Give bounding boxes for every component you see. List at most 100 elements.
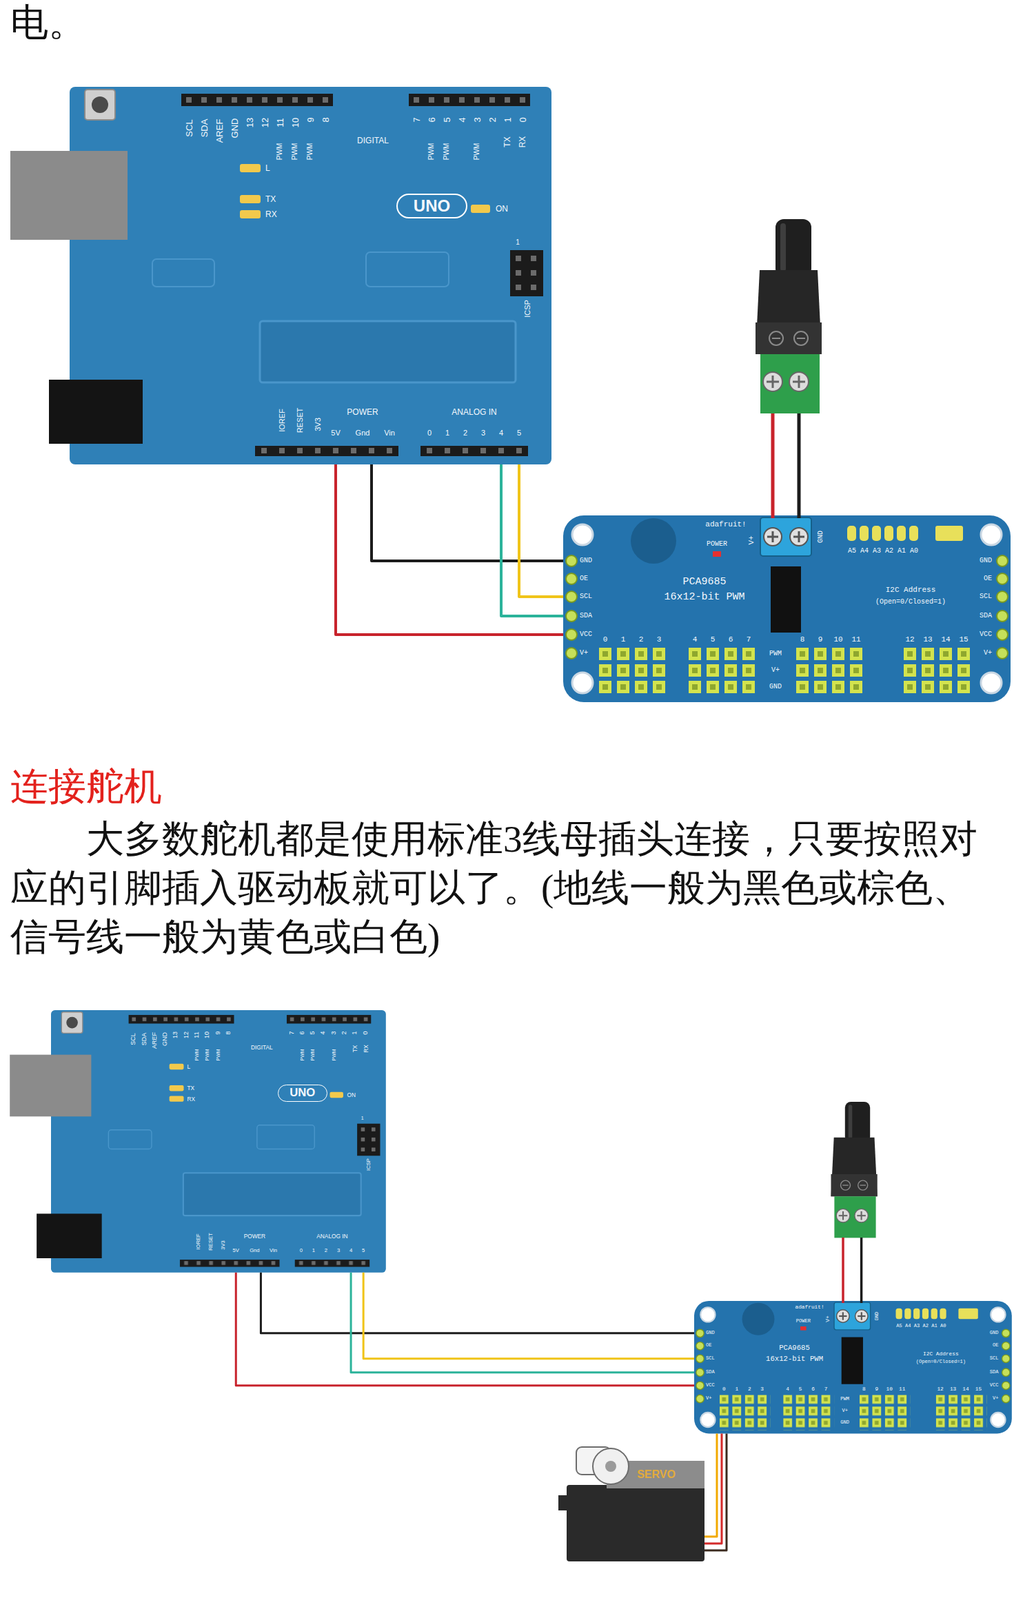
pin-label: SCL <box>184 119 194 137</box>
pin-label: GND <box>874 1312 880 1322</box>
pin-label: Vin <box>269 1248 278 1254</box>
pin-label: 5 <box>310 1031 317 1036</box>
pin-label: POWER <box>244 1233 266 1240</box>
pin-label: 4 <box>785 1386 790 1393</box>
pin-label: L <box>265 164 271 173</box>
pin-label: ANALOG IN <box>451 408 497 417</box>
pin-label: 7 <box>288 1031 296 1036</box>
pin-label: 0 <box>518 117 528 123</box>
servo-art <box>605 1461 617 1473</box>
jumper-wire <box>519 464 564 597</box>
servo-art <box>566 1485 705 1563</box>
pin-label: 5V <box>330 429 340 438</box>
pin-label: (Open=0/Closed=1) <box>916 1360 966 1366</box>
pin-label: 0 <box>603 636 608 644</box>
pin-label: TX <box>265 195 276 204</box>
page-text: 电。 <box>10 0 87 46</box>
pin-label: 4 <box>349 1248 353 1254</box>
pin-label: 7 <box>824 1386 828 1393</box>
pin-label: PWM <box>331 1049 337 1062</box>
pin-label: PWM <box>428 143 435 160</box>
pin-label: PWM <box>310 1049 316 1062</box>
pin-label: RX <box>186 1096 196 1102</box>
servo-motor: SERVO <box>566 1447 705 1563</box>
pin-label: RX <box>265 210 278 219</box>
pin-label: 8 <box>800 636 806 644</box>
pin-label: PWM <box>299 1049 305 1062</box>
pin-label: 1 <box>503 117 513 123</box>
servo-label: SERVO <box>636 1469 676 1481</box>
pin-label: TX <box>352 1045 358 1053</box>
jumper-wire <box>235 1273 695 1387</box>
pin-label: 0 <box>362 1031 369 1036</box>
pin-label: 3 <box>330 1031 338 1036</box>
pin-label: Vin <box>383 429 395 438</box>
jumper-wire <box>363 1273 695 1360</box>
pin-label: 1 <box>445 429 450 438</box>
pin-label: PWM <box>194 1049 200 1062</box>
pin-label: AREF <box>215 119 225 144</box>
pin-label: 3 <box>472 117 482 123</box>
pin-label: 4 <box>692 636 698 644</box>
pin-label: 10 <box>833 636 843 644</box>
pin-label: 5V <box>232 1248 240 1254</box>
uno-logo: UNO <box>277 1085 328 1103</box>
pin-label: SCL <box>130 1033 138 1046</box>
pin-label: adafruit! <box>705 521 746 529</box>
pin-label: ICSP <box>366 1158 373 1172</box>
pin-label: Gnd <box>355 429 371 438</box>
jumper-wire <box>335 464 564 635</box>
pin-label: ON <box>495 204 509 214</box>
pin-label: 1 <box>312 1248 316 1254</box>
pin-label: A5 A4 A3 A2 A1 A0 <box>896 1324 946 1330</box>
pin-label: V+ <box>983 650 992 657</box>
pin-label: 9 <box>215 1031 222 1036</box>
pin-label: RESET <box>296 408 304 434</box>
pin-label: V+ <box>992 1396 999 1402</box>
pin-label: 12 <box>183 1031 190 1039</box>
pin-label: 8 <box>862 1386 866 1393</box>
pin-label: SDA <box>141 1032 148 1046</box>
pin-label: Gnd <box>249 1248 260 1254</box>
pin-label: 10 <box>886 1386 893 1393</box>
pin-label: 2 <box>324 1248 328 1254</box>
pin-label: PCA9685 <box>682 576 726 588</box>
pin-label: PWM <box>215 1049 221 1062</box>
pin-label: PWM <box>276 143 284 160</box>
pin-label: 6 <box>299 1031 306 1036</box>
pin-label: SDA <box>579 612 593 620</box>
power-wire <box>860 1238 864 1304</box>
jumper-wire <box>350 1273 695 1374</box>
pin-label: 5 <box>798 1386 803 1393</box>
pin-label: SCL <box>579 593 593 601</box>
pin-label: 4 <box>457 117 467 123</box>
servo-art <box>558 1447 705 1563</box>
pin-label: 2 <box>639 636 644 644</box>
power-wire <box>797 413 802 519</box>
pin-label: 5 <box>710 636 716 644</box>
jumper-wire <box>371 464 564 562</box>
pin-label: RX <box>518 136 527 149</box>
pin-label: 6 <box>728 636 734 644</box>
pin-label: 12 <box>936 1386 944 1393</box>
pin-label: 5 <box>517 429 522 438</box>
pin-label: V+ <box>579 650 589 657</box>
pin-label: AREF <box>151 1032 158 1050</box>
pin-label: 10 <box>204 1031 211 1039</box>
pin-label: 11 <box>851 636 861 644</box>
pin-label: 9 <box>874 1386 879 1393</box>
pin-label: ANALOG IN <box>316 1233 348 1240</box>
pin-label: 4 <box>499 429 504 438</box>
pin-label: 3 <box>337 1248 340 1254</box>
pin-label: 15 <box>975 1386 982 1393</box>
pin-label: GND <box>989 1331 999 1336</box>
pin-label: 2 <box>488 117 498 123</box>
pin-label: A5 A4 A3 A2 A1 A0 <box>847 548 919 555</box>
pin-label: 6 <box>427 117 437 123</box>
pin-label: PWM <box>840 1397 850 1403</box>
pin-label: adafruit! <box>794 1304 824 1311</box>
pin-label: POWER <box>706 541 728 549</box>
pin-label: SCL <box>705 1356 715 1362</box>
power-wire <box>771 413 775 519</box>
pin-label: OE <box>983 575 992 583</box>
